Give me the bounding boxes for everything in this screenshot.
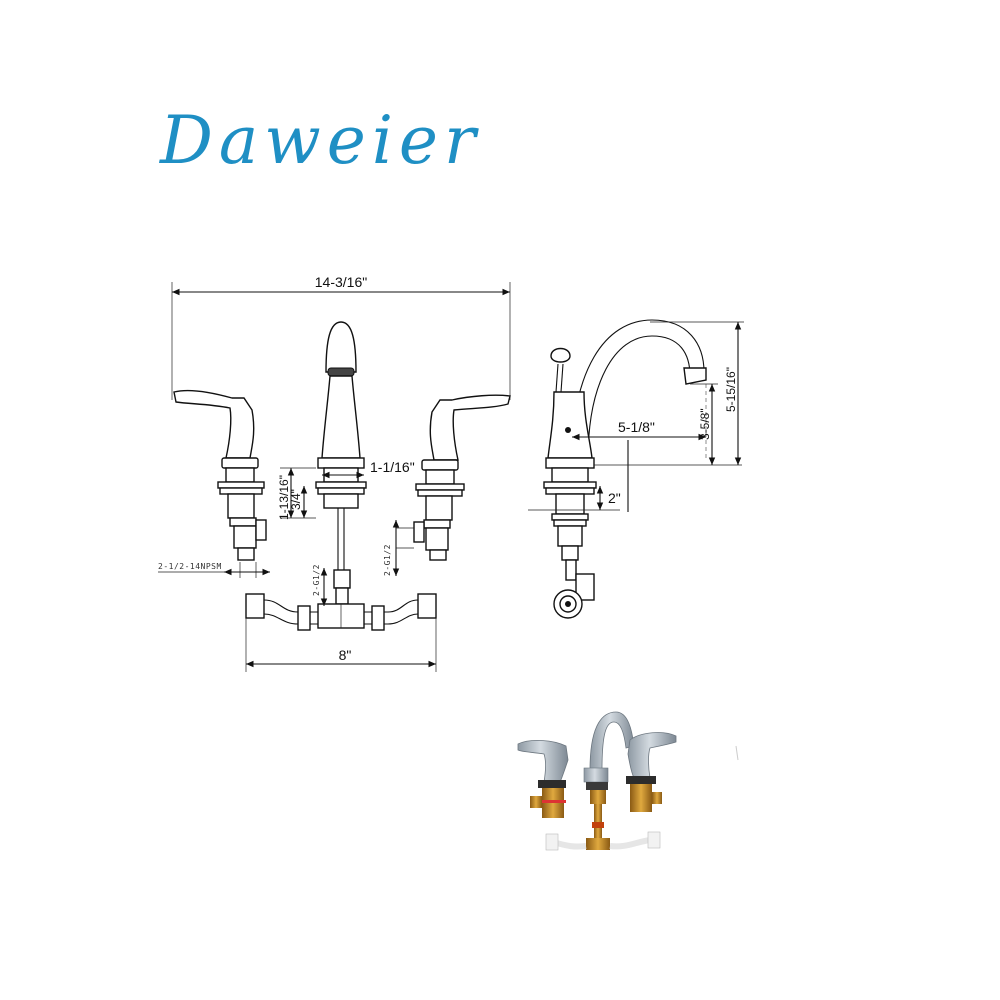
outlet-thread-side-label: 2-G1/2 — [383, 544, 392, 576]
supply-hoses — [245, 593, 437, 631]
spout-base-width-label: 1-1/16" — [370, 459, 415, 475]
center-spout — [315, 321, 367, 629]
valve-offset-label: 3/4" — [289, 489, 303, 510]
spout-reach-label: 5-1/8" — [618, 419, 655, 435]
aerator-height-label: 3-5/8" — [698, 408, 712, 440]
overall-width-label: 14-3/16" — [315, 274, 367, 290]
front-view: 14-3/16" — [158, 274, 511, 672]
valve-height-label: 1-13/16" — [277, 475, 291, 520]
side-view: 5-1/8" 3-5/8" 5-15/16" 2" — [528, 319, 744, 619]
brand-logo: Daweier — [160, 102, 482, 179]
right-handle — [413, 394, 511, 561]
inlet-thread-label: 2-1/2-14NPSM — [158, 562, 222, 571]
left-handle — [173, 389, 267, 561]
outlet-thread-center-label: 2-G1/2 — [312, 564, 321, 596]
faucet-product-image — [517, 711, 739, 851]
spout-height-label: 5-15/16" — [724, 367, 738, 412]
deck-thickness-label: 2" — [608, 490, 621, 506]
center-spread-label: 8" — [339, 647, 352, 663]
